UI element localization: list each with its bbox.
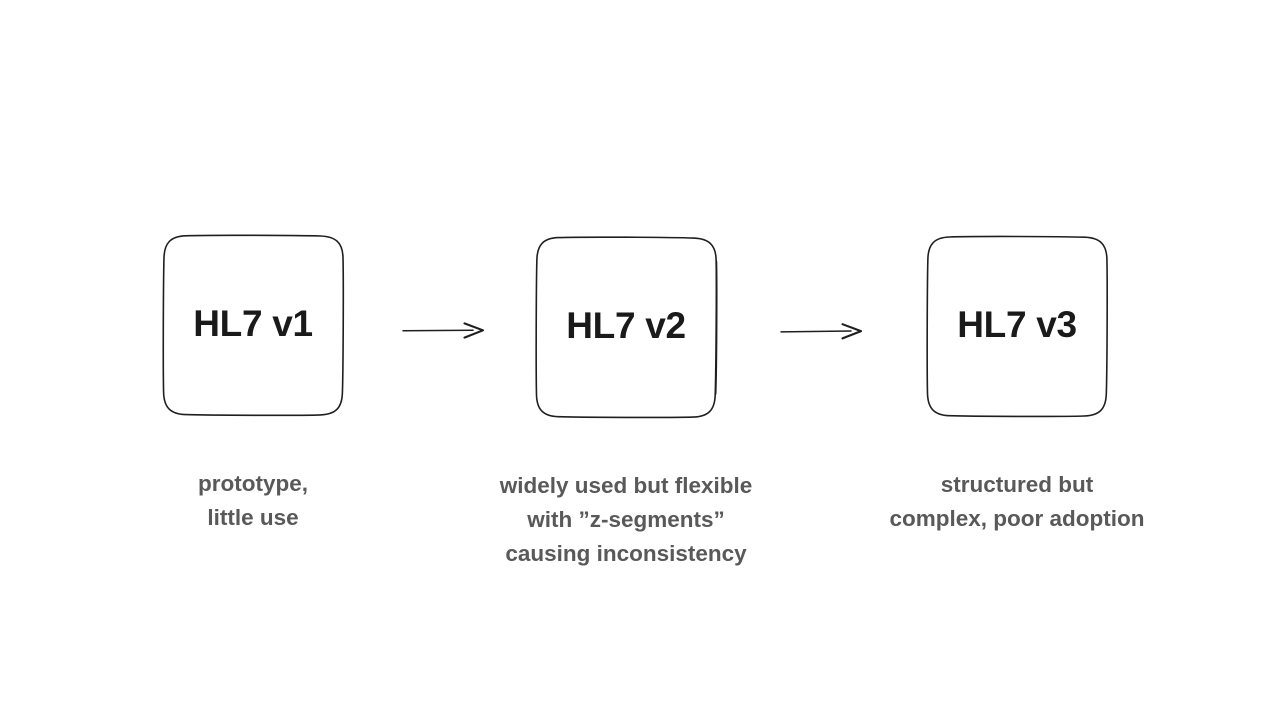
node-box-hl7-v1[interactable]: HL7 v1 [162, 234, 345, 417]
arrow-right-icon-node2-to-node3 [773, 317, 869, 347]
diagram-node-hl7-v1[interactable]: HL7 v1 prototype, little use [162, 234, 345, 530]
node-title-hl7-v2: HL7 v2 [566, 304, 686, 346]
arrow-right-icon-node1-to-node2 [395, 316, 491, 346]
diagram-node-hl7-v2[interactable]: HL7 v2 widely used but flexible with ”z-… [500, 236, 752, 566]
node-title-hl7-v1: HL7 v1 [193, 302, 313, 344]
node-caption-hl7-v1: prototype, little use [198, 471, 308, 530]
node-caption-hl7-v2: widely used but flexible with ”z-segment… [499, 473, 753, 566]
node-box-hl7-v3[interactable]: HL7 v3 [926, 235, 1108, 418]
node-caption-hl7-v3: structured but complex, poor adoption [889, 472, 1145, 531]
node-title-hl7-v3: HL7 v3 [957, 303, 1077, 345]
diagram-node-hl7-v3[interactable]: HL7 v3 structured but complex, poor adop… [889, 235, 1145, 531]
node-box-hl7-v2[interactable]: HL7 v2 [535, 236, 718, 419]
